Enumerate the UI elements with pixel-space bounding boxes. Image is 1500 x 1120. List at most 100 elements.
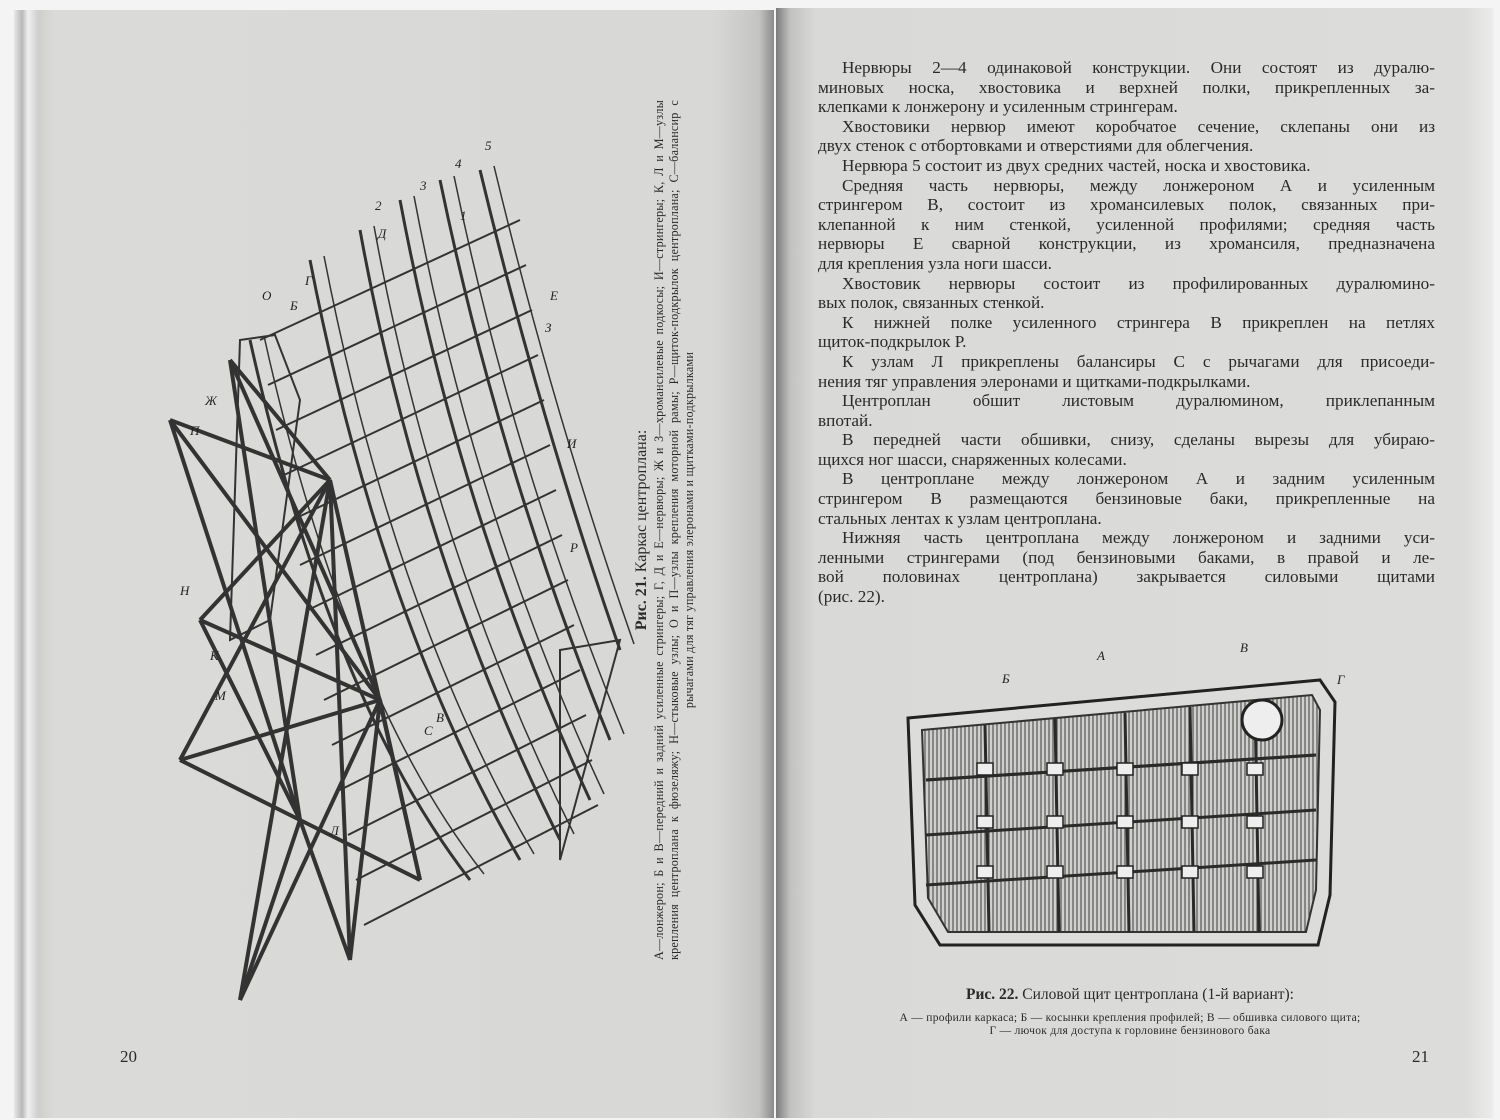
text-line: Центроплан обшит листовым дуралюмином, п…: [842, 391, 1435, 411]
frame-member: [373, 225, 575, 835]
frame-member: [478, 169, 622, 651]
text-line: Нервюра 5 состоит из двух средних частей…: [842, 155, 1311, 175]
frame-member: [323, 255, 535, 855]
frame-member: [307, 489, 557, 611]
frame-member: [355, 759, 593, 881]
figure-21-label: Г: [304, 273, 313, 288]
text-line: нения тяг управления элеронами и щитками…: [818, 371, 1251, 391]
text-line: впотай.: [818, 410, 873, 430]
figure-21-label: Д: [376, 226, 387, 241]
frame-member: [228, 359, 302, 821]
text-line: клепанной к ним стенкой, усиленной профи…: [818, 214, 1435, 234]
frame-member: [275, 309, 533, 431]
figure-21-label: Е: [549, 288, 558, 303]
figure-21-label: Н: [179, 583, 190, 598]
frame-member: [438, 179, 612, 741]
figure-22-label: А: [1096, 648, 1105, 663]
figure-21-label: И: [566, 436, 577, 451]
frame-member: [259, 219, 521, 341]
figure-21-label: 4: [455, 156, 462, 171]
right-page-body-text: Нервюры 2—4 одинаковой конструкции. Они …: [818, 58, 1435, 607]
frame-member: [238, 819, 302, 1001]
text-line: Нервюры 2—4 одинаковой конструкции. Они …: [842, 58, 1435, 77]
text-line: клепками к лонжерону и усиленным стринге…: [818, 97, 1178, 117]
text-line: К узлам Л прикреплены балансиры С с рыча…: [842, 351, 1435, 371]
gusset: [1181, 815, 1199, 829]
frame-member: [299, 818, 421, 882]
text-line: Хвостовик нервюры состоит из профилирова…: [842, 273, 1435, 293]
text-line: нервюры Е сварной конструкции, из хроман…: [818, 234, 1435, 254]
figure-22-legend-line: А — профили каркаса; Б — косынки креплен…: [899, 1012, 1361, 1024]
page-number-right: 21: [1412, 1047, 1429, 1066]
frame-member: [283, 354, 539, 476]
text-line: ленными стрингерами (под бензиновыми бак…: [818, 547, 1435, 567]
text-line: Нижняя часть центроплана между лонжероно…: [842, 528, 1435, 548]
gusset: [1116, 815, 1134, 829]
frame-member: [331, 624, 575, 746]
frame-member: [347, 714, 587, 836]
gusset: [1046, 762, 1064, 776]
text-line: Средняя часть нервюры, между лонжероном …: [842, 175, 1435, 195]
frame-member: [339, 669, 581, 791]
frame-member: [493, 165, 635, 645]
frame-member: [308, 259, 522, 861]
figure-21-label: Л: [329, 823, 340, 838]
text-line: для крепления узла ноги шасси.: [818, 253, 1052, 273]
text-line: Хвостовики нервюр имеют коробчатое сечен…: [842, 116, 1435, 136]
figure-21-label: 2: [375, 198, 382, 213]
frame-member: [299, 444, 551, 566]
frame-member: [315, 534, 563, 656]
text-line: В центроплане между лонжероном А и задни…: [842, 469, 1435, 489]
figure-21-label: Ж: [204, 393, 218, 408]
frame-member: [267, 264, 527, 386]
page-number-left: 20: [120, 1047, 137, 1066]
frame-member: [453, 175, 625, 735]
figure-21-label: П: [189, 423, 201, 438]
text-line: стрингером В, состоит из хромансилевых п…: [818, 195, 1435, 215]
gusset: [1181, 865, 1199, 879]
text-line: К нижней полке усиленного стрингера В пр…: [842, 312, 1435, 332]
gusset: [976, 762, 994, 776]
figure-21-label: З: [545, 320, 552, 335]
text-line: щихся ног шасси, снаряженных колесами.: [818, 449, 1127, 469]
frame-member: [413, 195, 605, 795]
frame-member: [348, 699, 382, 961]
figure-22-number: Рис. 22.: [965, 986, 1019, 1003]
frame-member: [179, 698, 381, 762]
figure-22-caption-title: Рис. 22. Силовой щит центроплана (1-й ва…: [810, 986, 1450, 1004]
gusset: [1116, 865, 1134, 879]
text-line: двух стенок с отбортовками и отверстиями…: [818, 136, 1254, 156]
frame-member: [169, 418, 331, 482]
text-line: щиток-подкрылок Р.: [818, 332, 967, 352]
figure-21-label: С: [424, 723, 433, 738]
gusset: [1181, 762, 1199, 776]
figure-21-label: М: [214, 688, 227, 703]
frame-member: [378, 699, 422, 881]
figure-22-label: В: [1240, 640, 1248, 655]
figure-22-title: Силовой щит центроплана (1-й вариант):: [1022, 986, 1294, 1003]
frame-member: [228, 359, 382, 701]
text-line: (рис. 22).: [818, 587, 885, 607]
frame-member: [238, 479, 332, 1001]
gusset: [1046, 815, 1064, 829]
figure-22-label: Г: [1336, 672, 1345, 687]
figure-21-label: 3: [419, 178, 427, 193]
frame-member: [559, 638, 622, 861]
text-line: стальных лентах к узлам центроплана.: [818, 508, 1102, 528]
gusset: [1246, 762, 1264, 776]
text-line: вой половинах центроплана) закрывается с…: [818, 567, 1435, 587]
frame-member: [328, 479, 352, 961]
gusset: [976, 815, 994, 829]
frame-member: [358, 229, 562, 841]
figure-22-legend: А — профили каркаса; Б — косынки креплен…: [810, 1012, 1450, 1038]
gusset: [1046, 865, 1064, 879]
frame-member: [228, 333, 302, 642]
text-line: вых полок, связанных стенкой.: [818, 293, 1045, 313]
gusset: [1246, 815, 1264, 829]
frame-member: [298, 819, 352, 961]
frame-member: [168, 419, 302, 821]
frame-member: [168, 418, 382, 702]
figure-21-label: 5: [485, 138, 492, 153]
